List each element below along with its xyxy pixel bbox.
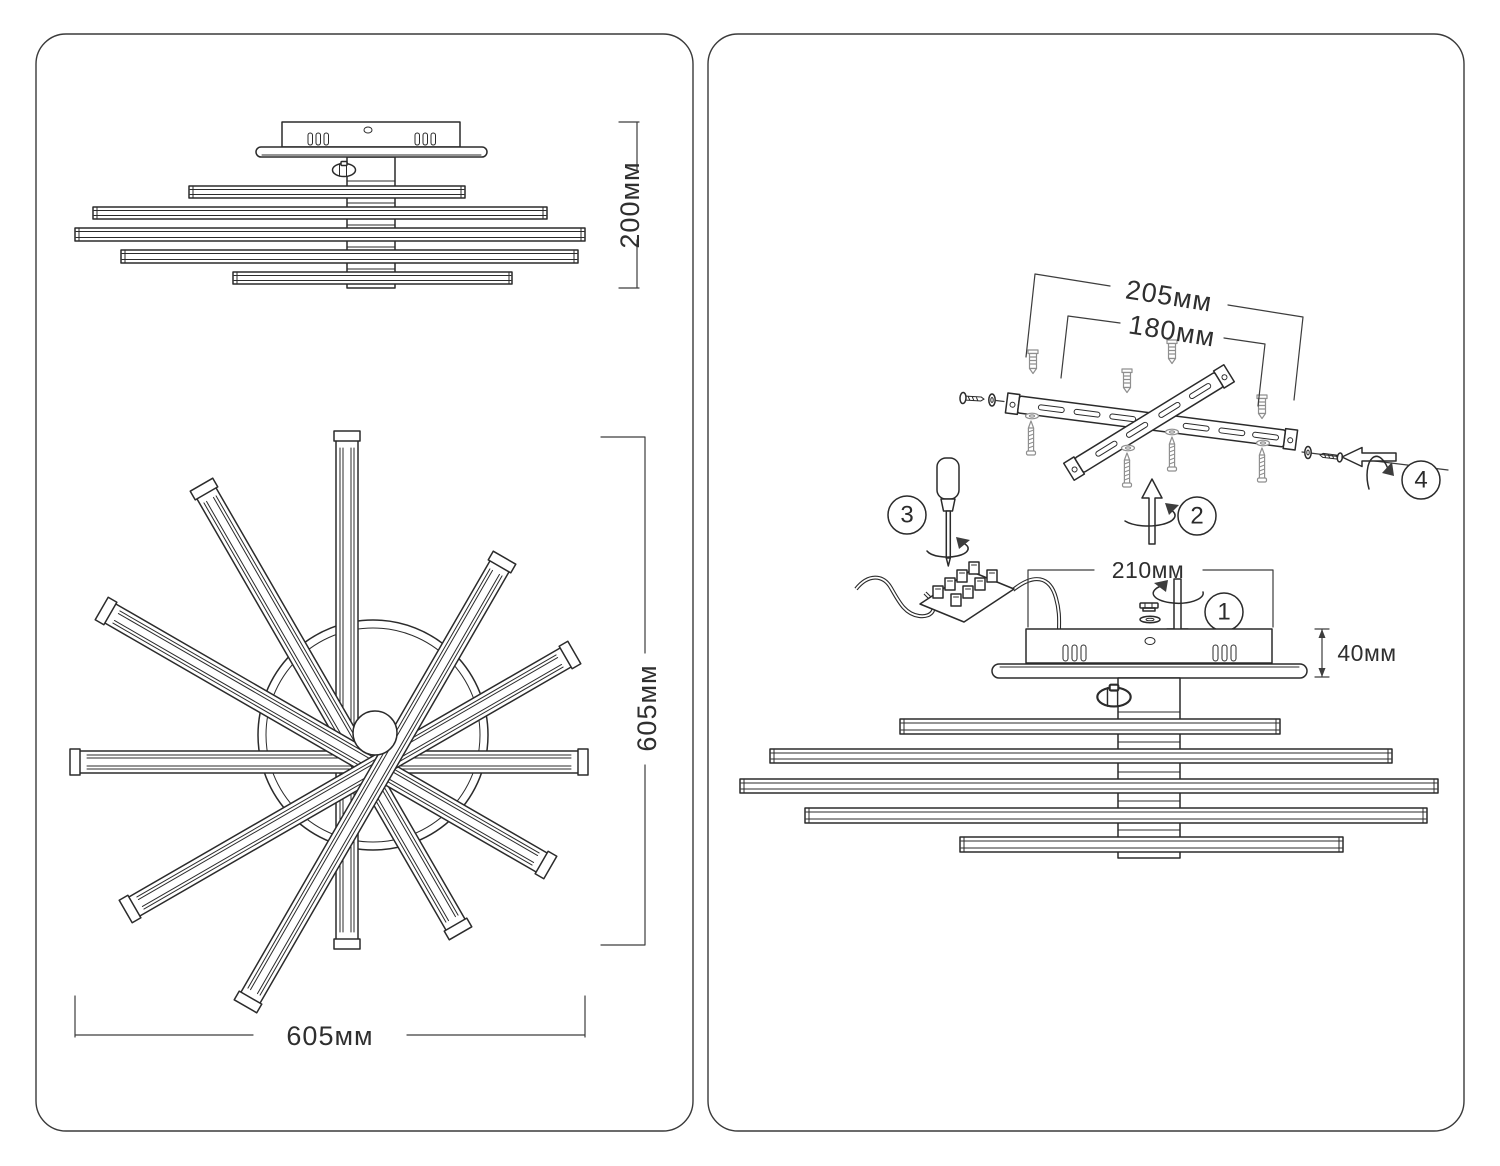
mount-hole-icon — [363, 126, 373, 134]
step1-number: 1 — [1217, 599, 1230, 626]
stem — [346, 156, 396, 289]
rotate-arrow-icon — [1152, 585, 1204, 604]
rotate-arrow-icon — [926, 542, 969, 558]
side-height-label: 200мм — [615, 161, 645, 248]
fixture-side-right — [739, 677, 1439, 859]
nut-washer-icon — [1139, 602, 1161, 624]
height-dimension: 200мм — [615, 121, 645, 289]
canopy-side-right — [991, 628, 1308, 679]
depth-dimension: 605мм — [600, 436, 662, 946]
side-screw-left-icon — [959, 391, 1005, 407]
step3-badge — [887, 495, 927, 535]
top-height-label: 605мм — [632, 664, 662, 751]
vent-slots-icon — [307, 132, 436, 146]
fixture-side-view: 200мм — [74, 121, 645, 289]
push-left-arrow-icon — [1341, 446, 1397, 468]
step4-number: 4 — [1414, 467, 1427, 494]
step3-number: 3 — [900, 502, 913, 529]
width-dimension: 605мм — [74, 995, 586, 1051]
canopy-install: 210мм 1 — [739, 557, 1439, 859]
canopy-height-dimension: 40мм — [1314, 628, 1396, 678]
mount-hole-icon — [1144, 637, 1156, 645]
push-up-arrow-icon — [1141, 478, 1163, 545]
canopy-width-label: 210мм — [1112, 557, 1185, 583]
canopy-ring-outer — [257, 619, 489, 851]
panel-dimensions: 200мм 605мм 605мм — [35, 33, 694, 1132]
wiring-step: 3 — [854, 457, 1062, 631]
fixture-top-view: 605мм 605мм — [69, 430, 662, 1051]
top-width-label: 605мм — [286, 1021, 373, 1051]
rotate-arrow-icon — [1124, 509, 1176, 527]
step2-number: 2 — [1190, 503, 1203, 530]
canopy-side — [255, 121, 488, 158]
bracket-strap-b — [1062, 363, 1236, 482]
step2-direction — [1124, 478, 1179, 545]
step4-badge — [1401, 460, 1441, 500]
step2-badge — [1177, 496, 1217, 536]
canopy-ring-inner — [265, 627, 481, 843]
panel-installation: 205мм 180мм 2 4 — [707, 33, 1465, 1132]
canopy-height-label: 40мм — [1337, 640, 1396, 666]
led-bars-side — [74, 185, 586, 285]
vent-slots-icon — [1062, 644, 1237, 662]
rotate-arrow-icon — [1366, 455, 1390, 490]
terminal-block-icon — [919, 561, 1015, 623]
center-hub — [352, 710, 398, 756]
screwdriver-icon — [926, 457, 970, 567]
